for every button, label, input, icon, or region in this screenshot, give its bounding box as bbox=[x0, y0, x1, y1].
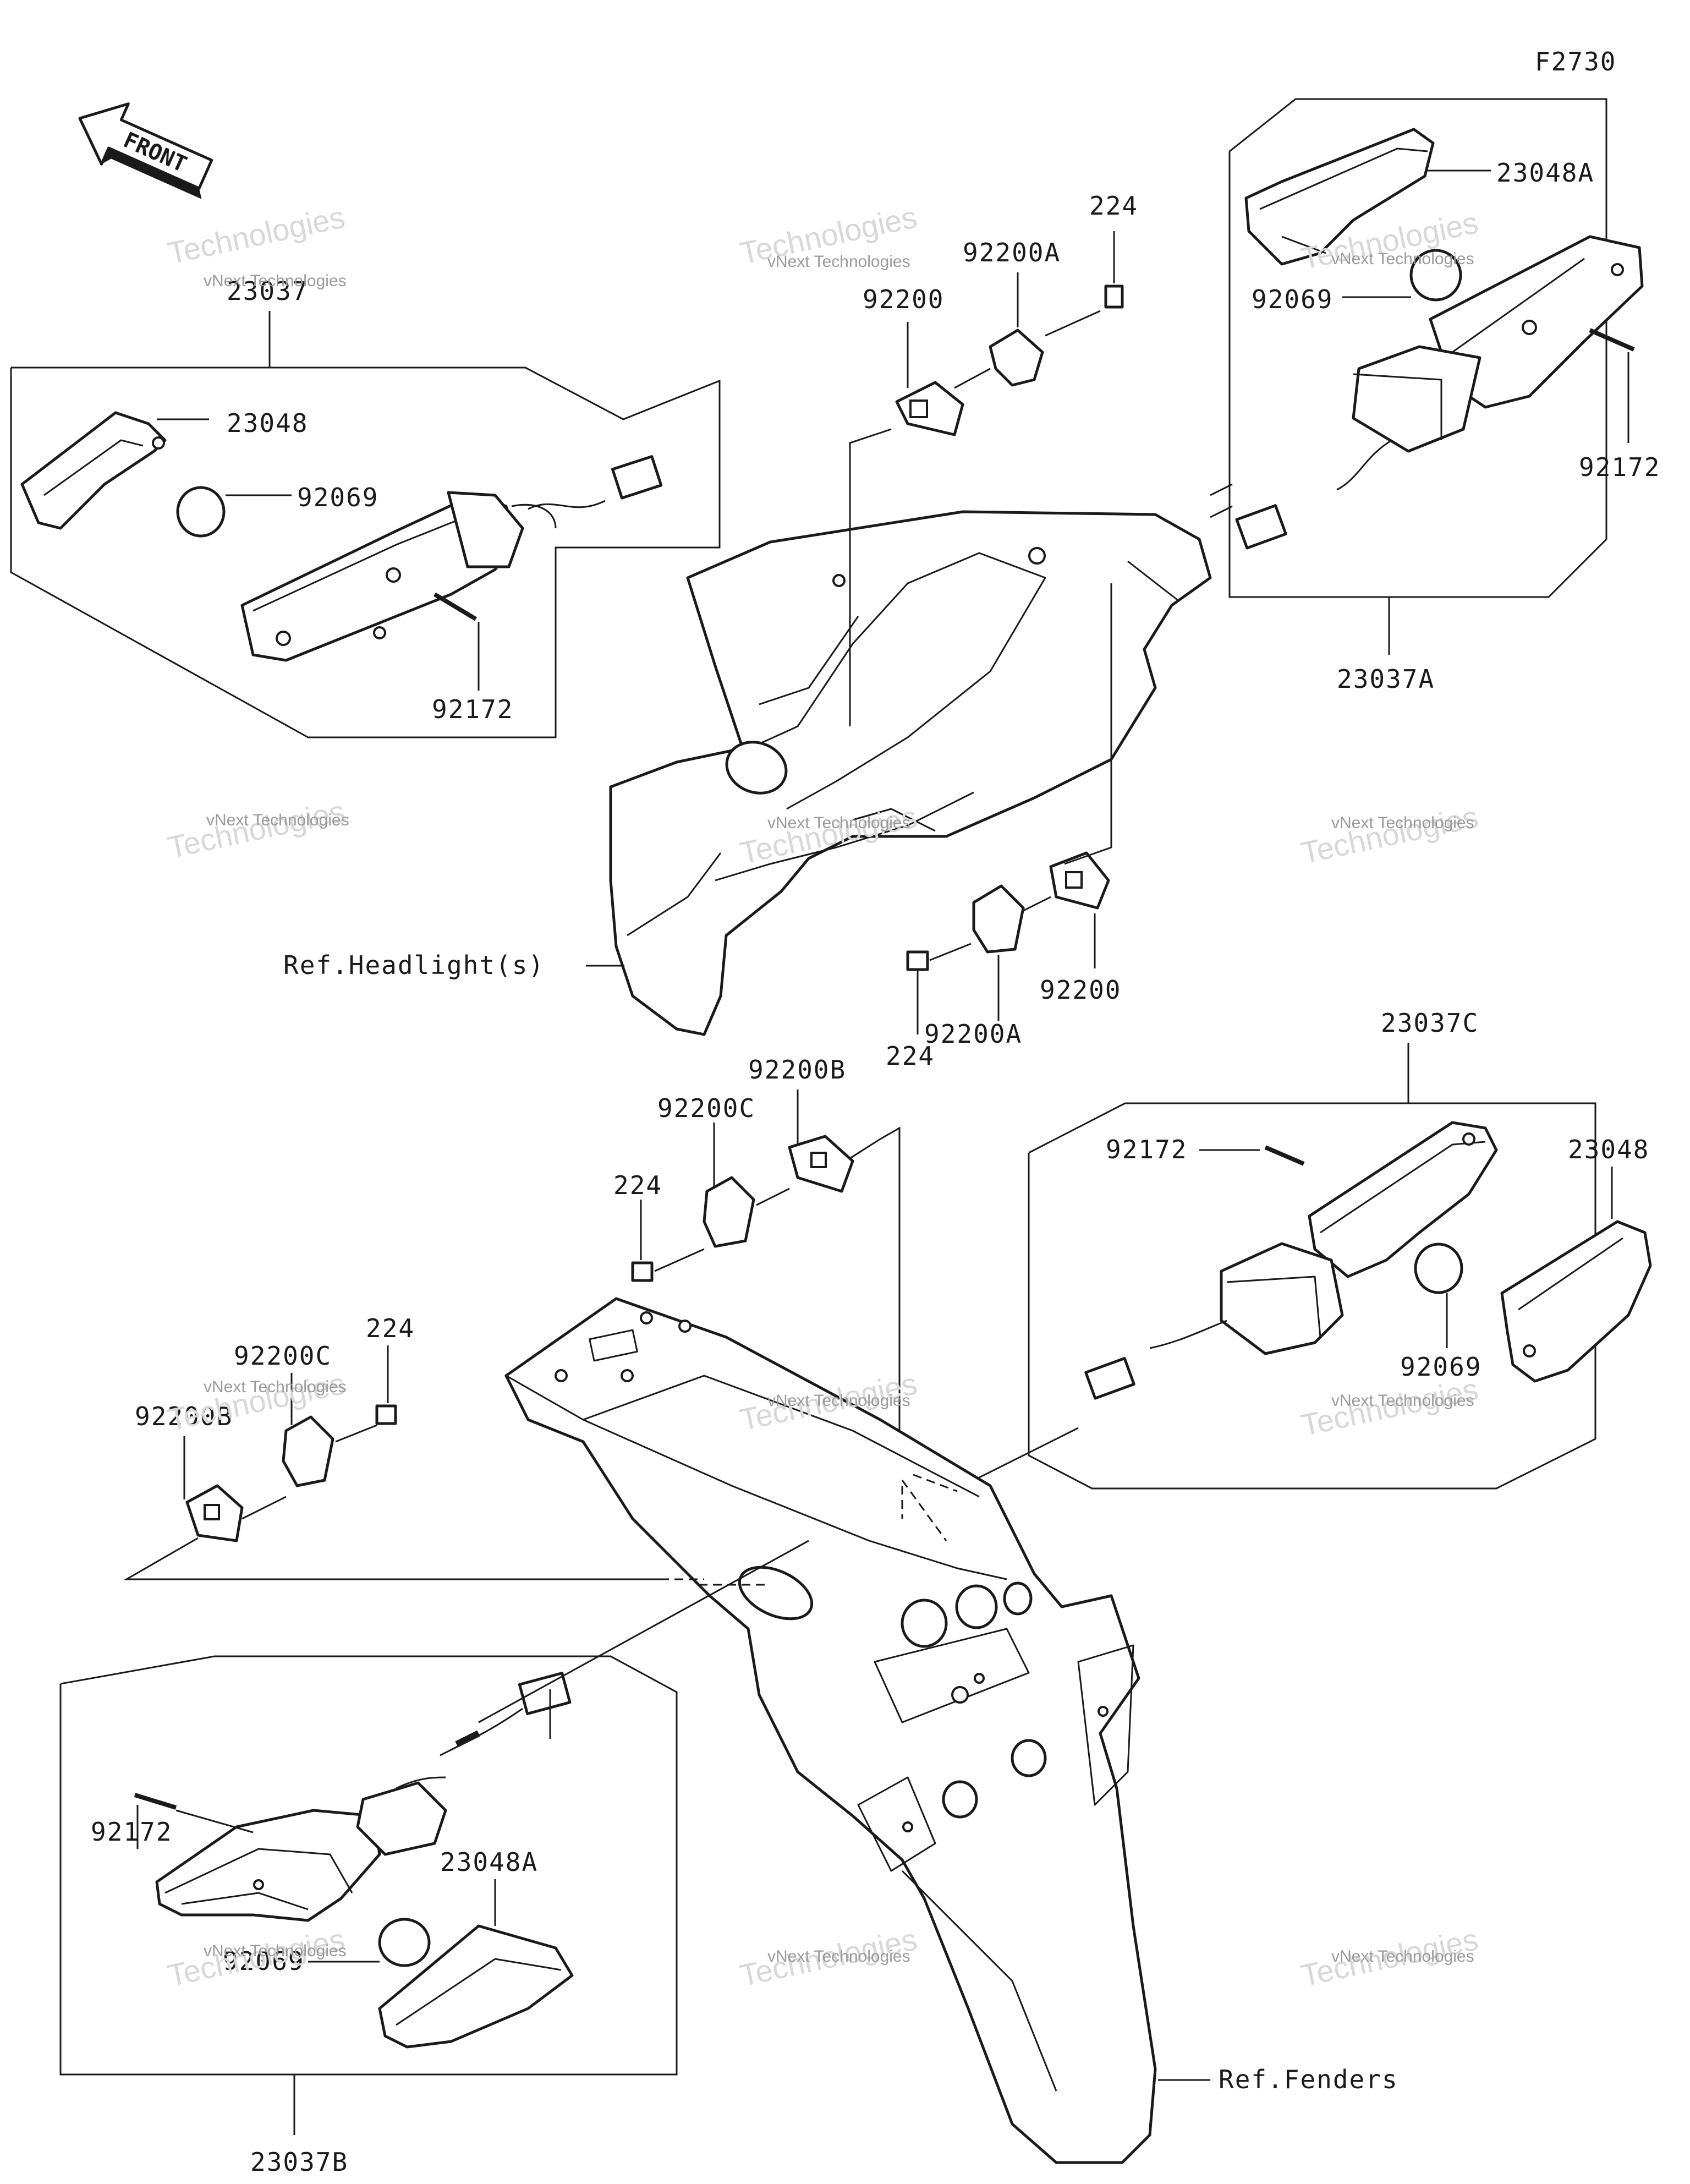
callout-92200b-left: 92200B bbox=[135, 1402, 233, 1431]
callout-23037b: 23037B bbox=[250, 2147, 348, 2177]
group-23037b: 92172 23048A 92069 23037B bbox=[59, 1540, 809, 2177]
callout-92069-bottom-left: 92069 bbox=[223, 1946, 304, 1976]
watermark-11-small: vNext Technologies bbox=[767, 1947, 910, 1966]
callout-23037c: 23037C bbox=[1381, 1008, 1479, 1038]
callout-92069-right-mid: 92069 bbox=[1400, 1352, 1482, 1382]
bulb-92069-a bbox=[176, 486, 226, 538]
group-23037c: 23037C 92172 23048 92069 bbox=[973, 1008, 1652, 1490]
turn-signal-body-d bbox=[1308, 1121, 1498, 1278]
watermark-1-small: vNext Technologies bbox=[204, 272, 347, 290]
clip-92200c-center bbox=[703, 1176, 755, 1248]
watermark-6-small: vNext Technologies bbox=[1331, 814, 1474, 832]
ref-fenders: Ref.Fenders bbox=[1219, 2065, 1398, 2094]
watermark-2-small: vNext Technologies bbox=[767, 253, 910, 271]
lens-23048-d bbox=[1500, 1220, 1652, 1383]
watermark-3-small: vNext Technologies bbox=[1331, 250, 1474, 268]
top-clips: 224 92200A 92200 bbox=[849, 191, 1138, 726]
clip-92200c-left bbox=[282, 1415, 334, 1487]
group-23037a: 23048A 92069 92172 23037A bbox=[1210, 98, 1660, 694]
callout-92069: 92069 bbox=[297, 483, 378, 512]
callout-92172-right-mid: 92172 bbox=[1106, 1135, 1187, 1164]
bolt-224-mid bbox=[906, 950, 929, 971]
lens-23048-a bbox=[20, 411, 167, 530]
callout-224-left: 224 bbox=[366, 1313, 415, 1343]
bolt-224-center bbox=[631, 1261, 654, 1282]
callout-224-mid: 224 bbox=[886, 1041, 935, 1071]
callout-92200a-mid: 92200A bbox=[924, 1019, 1022, 1049]
watermark-10-small: vNext Technologies bbox=[204, 1942, 347, 1960]
callout-23048-right-mid: 23048 bbox=[1568, 1135, 1649, 1164]
ref-headlight: Ref.Headlight(s) bbox=[283, 950, 545, 980]
rear-fender: Ref.Fenders bbox=[504, 1297, 1398, 2164]
callout-92200-mid: 92200 bbox=[1040, 975, 1121, 1005]
lens-23048a-b bbox=[1244, 128, 1435, 266]
callout-92172: 92172 bbox=[432, 694, 513, 724]
callout-92200c-center: 92200C bbox=[657, 1093, 755, 1123]
watermark-5-small: vNext Technologies bbox=[767, 814, 910, 832]
callout-23048a-top: 23048A bbox=[1496, 158, 1594, 188]
connector-g bbox=[518, 1672, 572, 1715]
turn-signal-body-g bbox=[155, 1809, 381, 1922]
front-arrow-icon: FRONT bbox=[78, 102, 213, 199]
callout-92200c-left: 92200C bbox=[234, 1341, 332, 1371]
connector-b bbox=[1235, 504, 1287, 550]
callout-92172-top-right: 92172 bbox=[1579, 452, 1660, 482]
watermark-7-small: vNext Technologies bbox=[204, 1378, 347, 1396]
callout-23037: 23037 bbox=[227, 276, 308, 306]
bolt-224-top bbox=[1104, 284, 1124, 309]
group-23037: 23048 92069 92172 23037 bbox=[10, 276, 721, 738]
bulb-92069-b bbox=[1409, 249, 1462, 302]
watermark-8-small: vNext Technologies bbox=[767, 1392, 910, 1410]
watermark-4-small: vNext Technologies bbox=[206, 811, 349, 829]
watermark-12-small: vNext Technologies bbox=[1331, 1947, 1474, 1966]
callout-92200b-center: 92200B bbox=[748, 1055, 846, 1085]
bulb-92069-g bbox=[378, 1918, 431, 1967]
gasket-92200-top bbox=[895, 381, 964, 436]
rear-clips-left: 224 92200C 92200B bbox=[123, 1313, 660, 1580]
clip-92200a-mid bbox=[972, 884, 1025, 954]
bolt-224-left bbox=[375, 1404, 397, 1425]
callout-23037a: 23037A bbox=[1337, 664, 1435, 694]
headlight-cowl: Ref.Headlight(s) bbox=[283, 510, 1212, 1036]
callout-92069-top-right: 92069 bbox=[1252, 284, 1333, 314]
connector-d bbox=[1084, 1357, 1135, 1400]
middle-clips: 92200 92200A 224 bbox=[886, 583, 1121, 1071]
watermark-6: Technologies bbox=[1298, 799, 1481, 871]
callout-224-center: 224 bbox=[613, 1170, 662, 1200]
clip-92200a-top bbox=[989, 329, 1044, 387]
watermark-9-small: vNext Technologies bbox=[1331, 1392, 1474, 1410]
callout-224-top: 224 bbox=[1089, 191, 1138, 221]
figure-code: F2730 bbox=[1535, 47, 1616, 76]
callout-92200-top: 92200 bbox=[863, 284, 944, 314]
callout-92200a-top: 92200A bbox=[963, 238, 1061, 267]
rear-clips-center: 92200B 92200C 224 bbox=[613, 1055, 901, 1519]
bulb-92069-d bbox=[1414, 1242, 1463, 1294]
callout-92172-bottom-left: 92172 bbox=[91, 1817, 172, 1847]
callout-23048: 23048 bbox=[227, 408, 308, 438]
callout-23048a-bottom: 23048A bbox=[440, 1847, 538, 1877]
lens-23048a-g bbox=[378, 1924, 574, 2049]
connector-a bbox=[611, 455, 663, 500]
watermark-1: Technologies bbox=[164, 199, 348, 271]
